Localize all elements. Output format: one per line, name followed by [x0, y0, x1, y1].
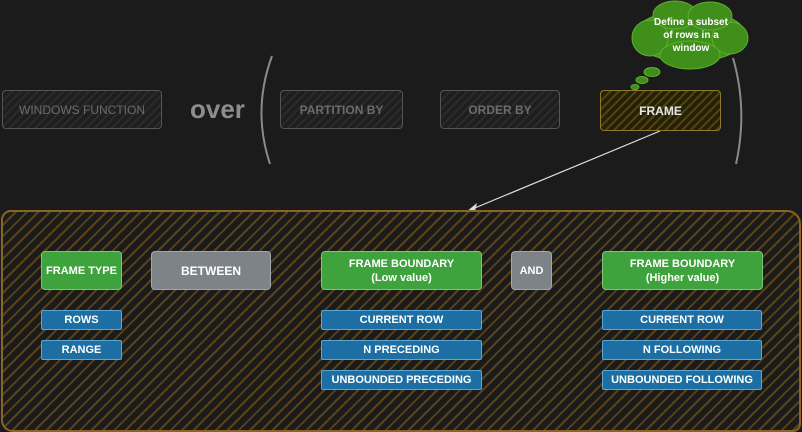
order-by-label: ORDER BY: [468, 102, 532, 117]
frame-arrow-head: [466, 203, 477, 212]
frame-type-label: FRAME TYPE: [46, 264, 117, 277]
high-current-row-label: CURRENT ROW: [640, 314, 724, 326]
low-current-row-box: CURRENT ROW: [321, 310, 482, 330]
close-parenthesis: [732, 57, 743, 165]
high-n-following-box: N FOLLOWING: [602, 340, 762, 360]
low-unbounded-preceding-label: UNBOUNDED PRECEDING: [331, 374, 472, 386]
between-box: BETWEEN: [151, 251, 271, 290]
high-boundary-title: FRAME BOUNDARY: [629, 257, 736, 270]
low-n-preceding-label: N PRECEDING: [363, 344, 440, 356]
low-n-preceding-box: N PRECEDING: [321, 340, 482, 360]
between-label: BETWEEN: [181, 263, 241, 278]
low-boundary-box: FRAME BOUNDARY (Low value): [321, 251, 482, 290]
high-current-row-box: CURRENT ROW: [602, 310, 762, 330]
order-by-box: ORDER BY: [440, 90, 560, 129]
low-boundary-title: FRAME BOUNDARY: [348, 257, 455, 270]
frame-box: FRAME: [600, 90, 721, 131]
frame-type-range-box: RANGE: [41, 340, 122, 360]
low-current-row-label: CURRENT ROW: [359, 314, 444, 326]
frame-type-rows-box: ROWS: [41, 310, 122, 330]
frame-arrow-line: [469, 130, 661, 211]
frame-label: FRAME: [639, 103, 682, 118]
high-unbounded-following-label: UNBOUNDED FOLLOWING: [611, 374, 753, 386]
partition-by-box: PARTITION BY: [280, 90, 403, 129]
range-label: RANGE: [61, 344, 102, 356]
windows-function-label: WINDOWS FUNCTION: [19, 102, 145, 117]
windows-function-box: WINDOWS FUNCTION: [2, 90, 162, 129]
and-label: AND: [519, 264, 544, 277]
thought-bubble-text: Define a subset of rows in a window: [654, 17, 728, 54]
high-n-following-label: N FOLLOWING: [642, 344, 722, 356]
high-boundary-box: FRAME BOUNDARY (Higher value): [602, 251, 763, 290]
high-boundary-subtitle: (Higher value): [645, 271, 720, 284]
over-keyword: over: [190, 94, 245, 124]
rows-label: ROWS: [64, 314, 99, 326]
frame-type-box: FRAME TYPE: [41, 251, 122, 290]
low-unbounded-preceding-box: UNBOUNDED PRECEDING: [321, 370, 482, 390]
open-parenthesis: [260, 55, 273, 165]
high-unbounded-following-box: UNBOUNDED FOLLOWING: [602, 370, 762, 390]
low-boundary-subtitle: (Low value): [371, 271, 432, 284]
and-box: AND: [511, 251, 552, 290]
thought-bubble-shape: [630, 0, 749, 90]
partition-by-label: PARTITION BY: [299, 102, 384, 117]
